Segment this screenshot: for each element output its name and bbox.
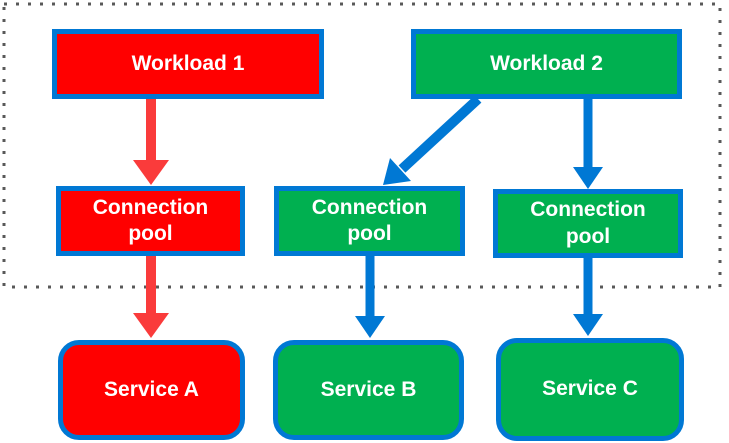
serviceB-box: Service B bbox=[273, 340, 464, 440]
arrow-pool2-to-serviceB bbox=[355, 255, 385, 338]
arrow-workload1-to-pool1 bbox=[133, 99, 169, 185]
workload-boundary-dotted-border bbox=[2, 2, 722, 289]
connection-pool1-box: Connection pool bbox=[56, 186, 245, 256]
connection-pool2-box: Connection pool bbox=[274, 186, 465, 256]
arrow-workload2-to-pool2 bbox=[383, 95, 482, 185]
serviceA-box: Service A bbox=[58, 340, 245, 440]
arrow-pool1-to-serviceA bbox=[133, 256, 169, 338]
connection-pool3-box: Connection pool bbox=[493, 189, 683, 258]
arrow-workload2-to-pool3 bbox=[573, 99, 603, 189]
workload2-box: Workload 2 bbox=[411, 29, 682, 99]
arrow-pool3-to-serviceC bbox=[573, 258, 603, 336]
serviceC-box: Service C bbox=[496, 338, 684, 441]
workload1-box: Workload 1 bbox=[52, 29, 324, 99]
